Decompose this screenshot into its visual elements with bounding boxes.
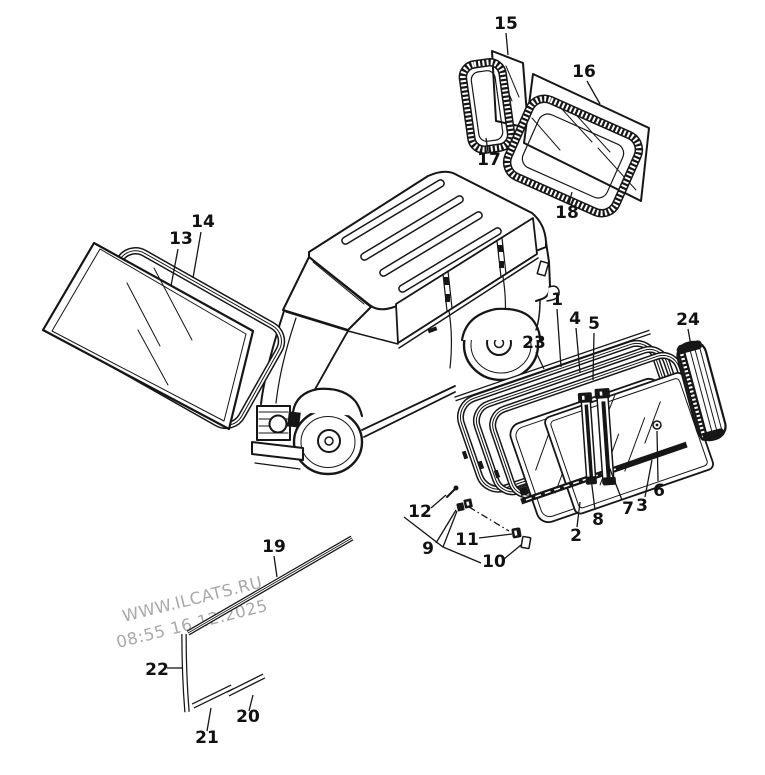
part-seal-17 xyxy=(458,58,516,154)
part-molding-22 xyxy=(181,633,190,713)
part-seal-18 xyxy=(502,94,644,218)
part-label-24: 24 xyxy=(676,310,700,330)
part-label-16: 16 xyxy=(572,62,596,82)
vehicle-rear-fender-flare xyxy=(460,307,542,342)
windshield-set xyxy=(41,241,286,431)
part-latch-9 xyxy=(456,498,473,512)
part-molding-19 xyxy=(186,535,354,636)
vehicle-front-face xyxy=(251,405,304,470)
part-molding-20 xyxy=(226,673,266,697)
part-label-21: 21 xyxy=(195,728,219,748)
part-label-13: 13 xyxy=(169,229,193,249)
part-label-14: 14 xyxy=(191,212,215,232)
part-glass-13 xyxy=(41,241,255,431)
part-label-11: 11 xyxy=(455,530,479,550)
part-label-23: 23 xyxy=(522,333,546,353)
rear-quarter-window-set xyxy=(458,50,650,218)
part-label-8: 8 xyxy=(592,510,604,530)
hardware-bracket-lines xyxy=(403,506,510,564)
watermark: WWW.ILCATS.RU 08:55 16.12.2025 xyxy=(114,573,269,652)
part-label-22: 22 xyxy=(145,660,169,680)
side-window-set xyxy=(403,329,727,564)
vehicle-door-handle xyxy=(427,326,438,334)
part-label-17: 17 xyxy=(477,150,501,170)
belt-molding-set xyxy=(181,535,354,713)
vehicle-windshield xyxy=(282,256,372,331)
part-label-3: 3 xyxy=(636,496,648,516)
part-label-1: 1 xyxy=(551,290,563,310)
part-label-9: 9 xyxy=(422,539,434,559)
part-screw-12 xyxy=(446,485,459,498)
part-trim-24 xyxy=(676,340,727,442)
vehicle-front-fender-flare xyxy=(291,387,364,418)
part-label-4: 4 xyxy=(569,309,581,329)
part-label-5: 5 xyxy=(588,314,600,334)
part-molding-21 xyxy=(191,684,234,709)
part-label-6: 6 xyxy=(653,481,665,501)
part-label-19: 19 xyxy=(262,537,286,557)
part-screw-6 xyxy=(652,420,662,430)
vehicle-illustration xyxy=(251,170,560,476)
leader-lines xyxy=(167,32,692,732)
part-molding-23 xyxy=(454,329,651,402)
part-label-7: 7 xyxy=(622,499,634,519)
part-label-2: 2 xyxy=(570,526,582,546)
part-clip-11 xyxy=(511,527,522,539)
part-label-10: 10 xyxy=(482,552,506,572)
vehicle-roof xyxy=(308,170,547,311)
vehicle-rear-corner xyxy=(535,241,560,331)
part-clip-10 xyxy=(520,535,532,550)
part-label-18: 18 xyxy=(555,203,579,223)
part-labels: 1 2 3 4 5 6 7 8 9 10 11 12 13 14 15 16 1… xyxy=(145,14,700,748)
vehicle-front-wheel xyxy=(292,408,364,476)
part-divider-7 xyxy=(594,388,617,486)
part-label-20: 20 xyxy=(236,707,260,727)
vehicle-side-windows xyxy=(395,217,538,344)
vehicle-roof-ribs xyxy=(341,179,502,293)
part-label-15: 15 xyxy=(494,14,518,34)
part-label-12: 12 xyxy=(408,502,432,522)
